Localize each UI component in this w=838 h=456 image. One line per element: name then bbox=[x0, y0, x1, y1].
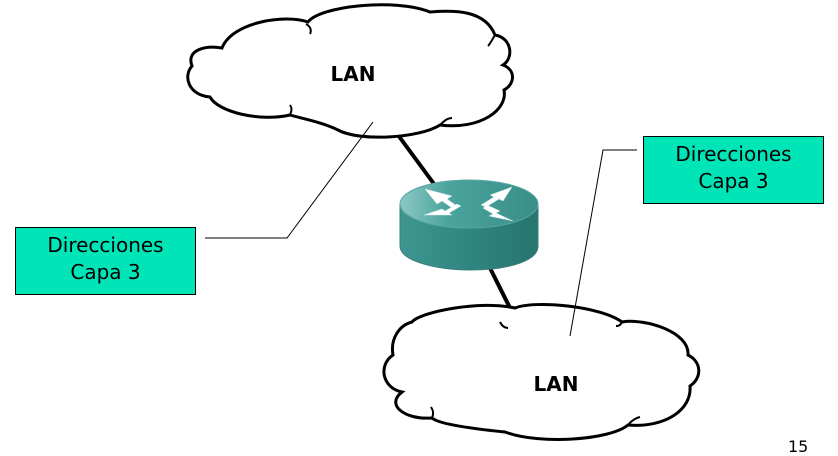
link-top-cloud-router bbox=[396, 133, 439, 190]
page-number: 15 bbox=[788, 437, 809, 456]
callout-right-line2: Capa 3 bbox=[698, 169, 769, 193]
router-icon bbox=[399, 179, 539, 271]
callout-left-line1: Direcciones bbox=[47, 233, 164, 257]
callout-leader-right bbox=[569, 149, 637, 337]
link-router-bottom-cloud bbox=[486, 263, 514, 313]
callout-direcciones-right: Direcciones Capa 3 bbox=[643, 136, 824, 204]
lan-label-bottom: LAN bbox=[534, 372, 579, 396]
lan-cloud-top: LAN bbox=[186, 3, 514, 139]
callout-leader-left bbox=[205, 121, 374, 239]
callout-direcciones-left: Direcciones Capa 3 bbox=[15, 227, 196, 295]
callout-right-line1: Direcciones bbox=[675, 142, 792, 166]
lan-cloud-bottom: LAN bbox=[382, 302, 701, 441]
lan-label-top: LAN bbox=[331, 62, 376, 86]
callout-left-line2: Capa 3 bbox=[70, 260, 141, 284]
